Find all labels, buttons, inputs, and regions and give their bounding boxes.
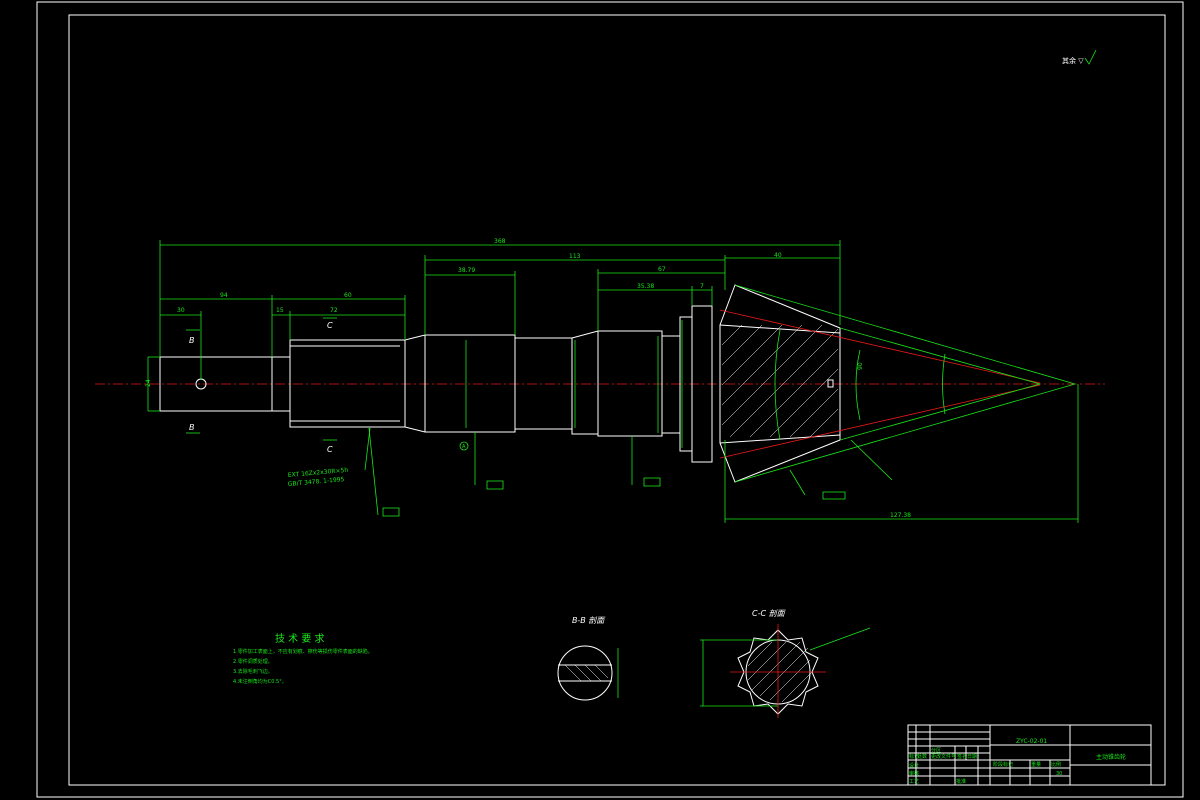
section-cc-title: C-C 剖面 <box>752 609 787 618</box>
tech-req-item: 3.去除毛刺飞边。 <box>233 668 273 675</box>
tb-label-zone: 分区 <box>931 747 941 754</box>
section-letter-c-top: C <box>327 321 333 330</box>
tech-req-item: 4.未注倒角均为C0.5°。 <box>233 678 287 685</box>
pitch-cone-line <box>719 309 1041 384</box>
tech-req-item: 2.零件调质处理。 <box>233 658 273 665</box>
corner-roughness-note: 其余 ▽ <box>1062 56 1084 65</box>
section-bb-title: B-B 剖面 <box>572 616 606 625</box>
dim-94: 94 <box>220 292 228 299</box>
tolerance-frame <box>486 480 504 490</box>
section-bb-view: B-B 剖面 <box>557 616 619 701</box>
cone-apex-line <box>734 284 1076 385</box>
section-letter-c-bottom: C <box>327 445 333 454</box>
tb-scale-value: 30 <box>1056 771 1062 777</box>
tolerance-frame <box>382 507 400 517</box>
dim-7: 7 <box>700 283 704 290</box>
section-cc-view: C-C 剖面 <box>700 609 871 718</box>
tolerance-frame <box>822 491 846 500</box>
dim-overall: 368 <box>494 238 506 245</box>
dim-127: 127.38 <box>890 512 911 519</box>
dim-15: 15 <box>276 307 284 314</box>
inner-border <box>68 14 1166 786</box>
outer-border <box>36 1 1184 798</box>
tb-label-review: 审核 <box>909 770 919 777</box>
technical-requirements: 技 术 要 求 1.零件加工表面上，不应有划痕、擦伤等损伤零件表面的缺陷。 2.… <box>233 632 373 685</box>
bevel-gear-outline <box>719 284 841 483</box>
datum-label: A <box>462 444 466 450</box>
cone-apex-line <box>734 383 1076 483</box>
dim-90: 90 <box>857 362 864 370</box>
tb-label-sign: 签名 <box>957 753 967 760</box>
dim-72: 72 <box>330 307 338 314</box>
dim-67: 67 <box>658 266 666 273</box>
tech-req-title: 技 术 要 求 <box>275 632 325 645</box>
tb-label-approve: 批准 <box>956 778 966 785</box>
shaft-main-view <box>95 284 1105 483</box>
tb-label-mark: 标记 <box>909 753 919 760</box>
tolerance-frame <box>643 477 661 487</box>
tb-label-design: 设计 <box>909 762 919 769</box>
thread-note-line2: GB/T 3478. 1-1995 <box>288 476 345 488</box>
cone-apex-line <box>839 327 1041 385</box>
tb-label-process: 工艺 <box>909 779 919 785</box>
dimension-lines <box>147 240 1079 523</box>
roughness-symbol-icon <box>1084 49 1097 65</box>
pitch-cone-line <box>719 384 1041 459</box>
tb-label-count: 处数 <box>917 753 927 760</box>
tb-drawing-number: ZYC-02-01 <box>1016 738 1047 745</box>
dim-24: 24 <box>145 379 152 387</box>
dim-30: 30 <box>177 307 185 314</box>
tech-req-item: 1.零件加工表面上，不应有划痕、擦伤等损伤零件表面的缺陷。 <box>233 648 373 655</box>
center-hole-mark <box>827 379 834 388</box>
section-letter-b-top: B <box>189 336 195 345</box>
dim-40: 40 <box>774 252 782 259</box>
tb-label-weight: 重量 <box>1031 761 1041 768</box>
tb-label-stage: 阶段标记 <box>993 761 1013 768</box>
gear-hatch <box>721 324 839 438</box>
dim-35-38: 35.38 <box>637 283 654 290</box>
section-letter-b-bottom: B <box>189 423 195 432</box>
dim-38-79: 38.79 <box>458 267 475 274</box>
dim-60: 60 <box>344 292 352 299</box>
title-block: 标记 处数 分区 更改文件号 签名 日期 阶段标记 重量 比例 设计 审核 工艺… <box>907 724 1152 786</box>
cone-apex-line <box>839 383 1041 441</box>
tb-label-change: 更改文件号 <box>931 753 956 760</box>
tb-label-scale: 比例 <box>1051 761 1061 768</box>
dim-113: 113 <box>569 253 581 260</box>
tb-part-name: 主动锥齿轮 <box>1096 753 1126 761</box>
tb-label-date: 日期 <box>967 754 977 760</box>
dimension-labels: 368 113 40 94 30 60 15 72 38.79 67 35.38… <box>145 238 911 519</box>
